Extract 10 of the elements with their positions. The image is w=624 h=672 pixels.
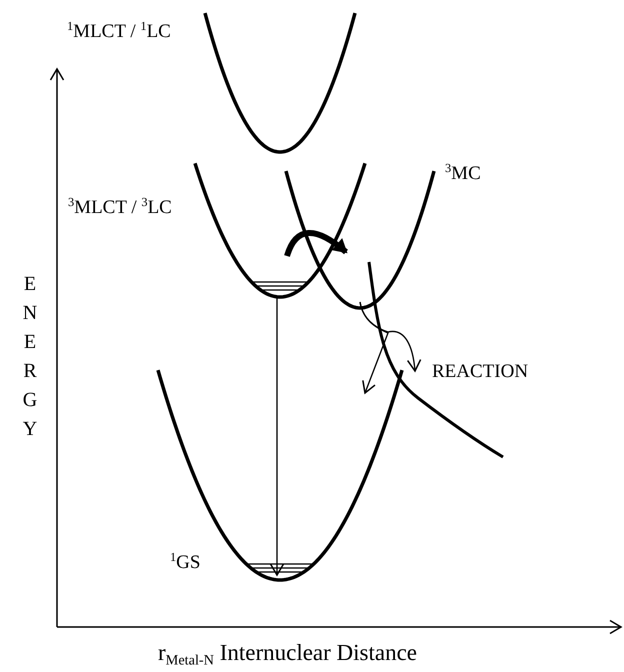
arrow [359, 302, 422, 372]
arrow [270, 297, 284, 576]
state-label: $^{3}$MC [445, 164, 481, 185]
state-label: $^{1}$MLCT / $^{1}$LC [67, 22, 171, 43]
state-label: $^{3}$MLCT / $^{3}$LC [68, 198, 172, 219]
curved-arrow [284, 230, 348, 257]
axis-title: r$_{Metal-N}$ Internuclear Distance [158, 640, 418, 666]
state-label: REACTION [432, 362, 528, 383]
state-label: $^{1}$GS [170, 553, 200, 574]
axis-title: ENERGY [22, 272, 38, 442]
